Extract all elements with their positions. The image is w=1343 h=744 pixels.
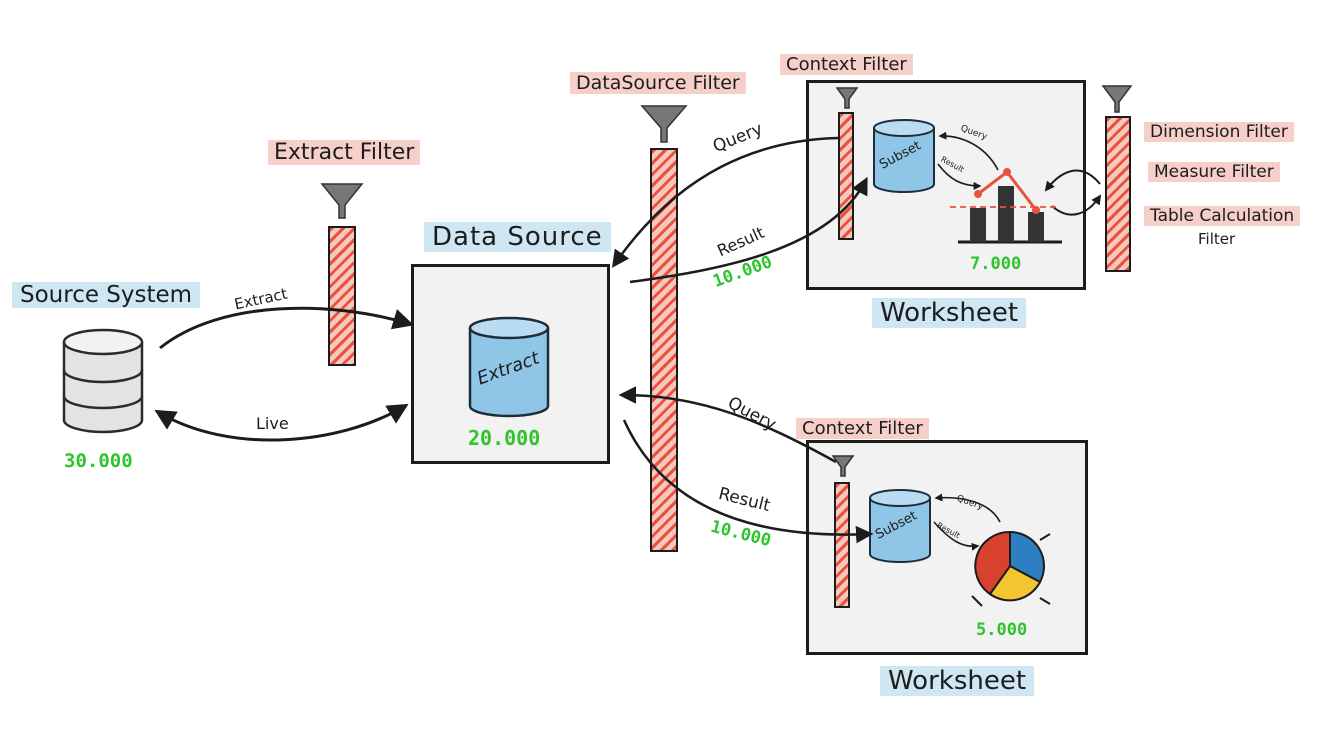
subset-cylinder-icon-top [873,119,935,193]
worksheet-filter-bar-right [1105,116,1131,272]
data-source-label: Data Source [424,222,611,252]
funnel-icon [320,183,364,219]
source-system-count: 30.000 [64,450,133,472]
table-calc-filter-label-line1: Table Calculation [1144,206,1301,226]
extract-arrow [159,306,415,350]
context-filter-bar-bottom [834,482,850,608]
source-system-database-icon [62,328,144,434]
bar-chart-icon [950,168,1062,244]
mini-result-top-arrow [937,163,982,190]
extract-filter-label: Extract Filter [268,140,421,165]
data-source-count: 20.000 [468,426,541,450]
live-arrow-label: Live [256,414,289,433]
funnel-icon [640,105,688,143]
worksheet-top-label: Worksheet [872,298,1027,328]
result-top-arrow [629,176,868,284]
extract-filter-bar [328,226,356,366]
dimension-filter-label: Dimension Filter [1144,122,1294,142]
funnel-icon [831,455,855,477]
worksheet-bottom-box [806,440,1088,655]
query-bottom-arrow [618,386,837,464]
pie-chart-icon [971,530,1051,607]
measure-filter-label: Measure Filter [1148,162,1280,182]
filter-interaction-arrow [1051,194,1102,216]
subset-cylinder-icon-bottom [869,489,931,563]
funnel-icon [835,87,859,109]
result-bottom-arrow [622,419,874,544]
context-filter-bottom-label: Context Filter [796,418,929,439]
worksheet-bottom-label: Worksheet [880,666,1035,696]
table-calc-filter-label-line2: Filter [1198,230,1236,248]
funnel-icon [1101,85,1133,113]
mini-query-top-arrow [938,131,999,171]
context-filter-top-label: Context Filter [780,54,913,75]
mini-query-bottom-arrow [934,493,1001,523]
mini-result-bottom-arrow [933,521,980,551]
datasource-filter-label: DataSource Filter [570,72,746,94]
worksheet-top-count: 7.000 [970,254,1022,274]
source-system-label: Source System [12,282,201,308]
extract-cylinder-icon [468,316,550,418]
worksheet-bottom-count: 5.000 [976,620,1028,640]
live-arrow [154,403,409,442]
filter-interaction-arrow [1044,169,1101,192]
context-filter-bar-top [838,112,854,240]
query-top-arrow [612,136,839,268]
